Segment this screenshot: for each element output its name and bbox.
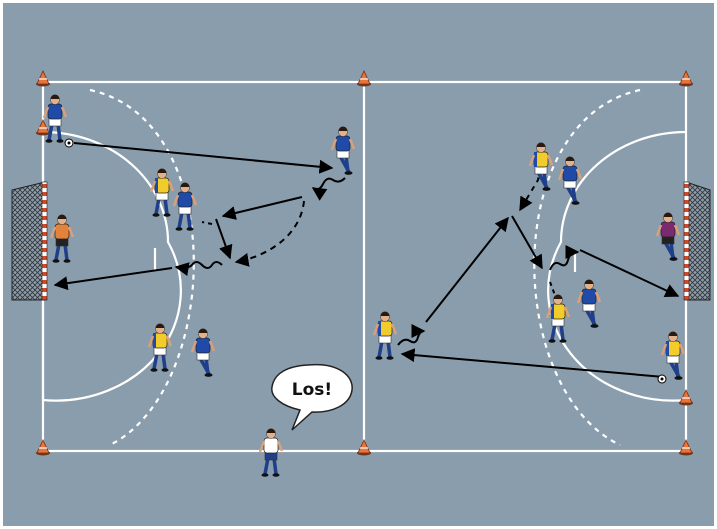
shot-arrow (579, 249, 680, 297)
cone-icon (36, 70, 50, 87)
run-arrow-dashed (519, 157, 544, 212)
player-yellow-figure (528, 142, 554, 191)
player-blue-figure (42, 94, 68, 143)
pass-arrow (425, 216, 509, 323)
cone-icon (679, 70, 693, 87)
player-yellow-figure (545, 294, 571, 343)
pass-arrow (73, 142, 334, 174)
coach-figure (258, 428, 284, 477)
run-arrow-dashed (549, 281, 557, 299)
cone-icon (679, 439, 693, 456)
left-goal (11, 181, 48, 301)
pass-arrow (215, 218, 233, 260)
coach-speech-bubble: Los! (271, 363, 353, 431)
run-arrow (311, 177, 346, 201)
player-blue-figure (557, 156, 583, 205)
left-goal-area-line (42, 130, 182, 402)
player-yellow-figure (372, 311, 398, 360)
run-arrow (397, 324, 426, 346)
run-arrow-dashed (201, 221, 213, 225)
cone-icon (36, 119, 50, 136)
pass-arrow (511, 215, 543, 270)
pass-arrow (400, 348, 665, 378)
pass-arrow (221, 196, 303, 220)
players (42, 94, 686, 477)
left-free-throw-line (89, 88, 195, 446)
player-yellow-figure (149, 168, 175, 217)
run-arrow (174, 261, 223, 276)
player-yellow-figure (660, 331, 686, 380)
cone-icon (36, 439, 50, 456)
player-blue-figure (172, 182, 198, 231)
player-blue-figure (190, 328, 216, 377)
ball-right (657, 374, 667, 384)
movement-arrows (53, 142, 680, 378)
cone-icon (679, 389, 693, 406)
right-goal (683, 181, 711, 301)
player-blue-figure (576, 279, 602, 328)
ball-left (64, 138, 74, 148)
goalkeeper-right-figure (655, 212, 681, 261)
cones (36, 70, 693, 456)
player-blue-figure (330, 126, 356, 175)
right-goal-area-line (547, 130, 687, 402)
shot-arrow (53, 267, 173, 291)
cone-icon (357, 439, 371, 456)
run-arrow-dashed (234, 200, 305, 267)
player-yellow-figure (147, 323, 173, 372)
cone-icon (357, 70, 371, 87)
run-arrow (549, 245, 580, 271)
coach-speech-text: Los! (292, 380, 332, 400)
goalkeeper-left-figure (49, 214, 75, 263)
